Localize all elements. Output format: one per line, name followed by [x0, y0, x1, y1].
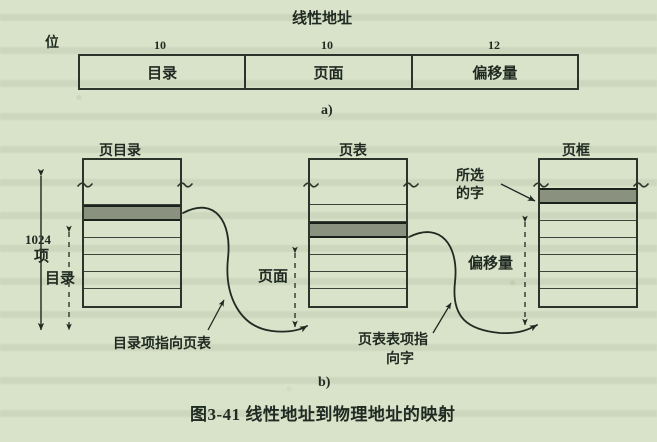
field-bits-0: 10	[154, 38, 166, 52]
label-offset-span: 偏移量	[468, 256, 514, 272]
table-row	[540, 238, 636, 255]
table-row	[310, 255, 406, 272]
curve-page-table-entry-to-page-frame	[408, 231, 538, 335]
field-bits-2: 12	[488, 38, 500, 52]
table-caption-page-directory: 页目录	[99, 144, 141, 159]
caption-page-table-entry-points-to-word-line1: 页表表项指	[358, 333, 428, 348]
table-row-highlighted-page-table-entry	[310, 222, 406, 238]
table-caption-page-frame: 页框	[562, 144, 590, 159]
field-bits-1: 10	[321, 38, 333, 52]
table-row	[540, 255, 636, 272]
table-row	[84, 255, 180, 272]
leader-arrow-directory-caption	[207, 299, 225, 331]
table-page-frame	[538, 158, 638, 308]
table-page-table	[308, 158, 408, 308]
label-selected-word-line2: 的字	[456, 187, 484, 202]
leader-arrow-page-table-caption	[432, 302, 452, 334]
table-row	[540, 221, 636, 238]
caption-page-table-entry-points-to-word-line2: 向字	[386, 352, 414, 367]
table-row-highlighted-directory-entry	[84, 205, 180, 221]
table-caption-page-table: 页表	[339, 144, 367, 159]
table-row	[84, 188, 180, 205]
caption-directory-entry-points-to-page-table: 目录项指向页表	[113, 337, 211, 352]
label-selected-word-line1: 所选	[456, 169, 484, 184]
table-row	[310, 188, 406, 205]
table-row	[540, 272, 636, 289]
table-row	[310, 272, 406, 289]
table-row	[310, 238, 406, 255]
part-a-title: 线性地址	[292, 11, 353, 27]
figure-caption: 图3-41 线性地址到物理地址的映射	[190, 405, 456, 424]
label-page-span: 页面	[258, 269, 289, 285]
table-row	[84, 221, 180, 238]
part-b-label: b)	[318, 375, 331, 390]
part-a-label: a)	[321, 103, 333, 118]
label-entries-count: 1024	[25, 232, 51, 247]
leader-arrow-selected-word	[500, 183, 536, 202]
table-row-highlighted-selected-word	[540, 188, 636, 204]
label-directory-span: 目录	[45, 271, 76, 287]
linear-address-bitfield: 目录 页面 偏移量	[78, 54, 579, 90]
table-row	[310, 205, 406, 222]
table-row	[84, 238, 180, 255]
table-row	[540, 204, 636, 221]
bitfield-cell-offset: 偏移量	[472, 65, 518, 82]
bitfield-cell-directory: 目录	[80, 56, 247, 88]
table-break-marks	[77, 182, 649, 188]
table-row	[84, 272, 180, 289]
bits-label: 位	[45, 36, 59, 51]
curve-directory-entry-to-page-table	[182, 206, 308, 333]
table-page-directory	[82, 158, 182, 308]
bitfield-cell-page: 页面	[246, 56, 413, 88]
label-entries-unit: 项	[34, 249, 50, 265]
